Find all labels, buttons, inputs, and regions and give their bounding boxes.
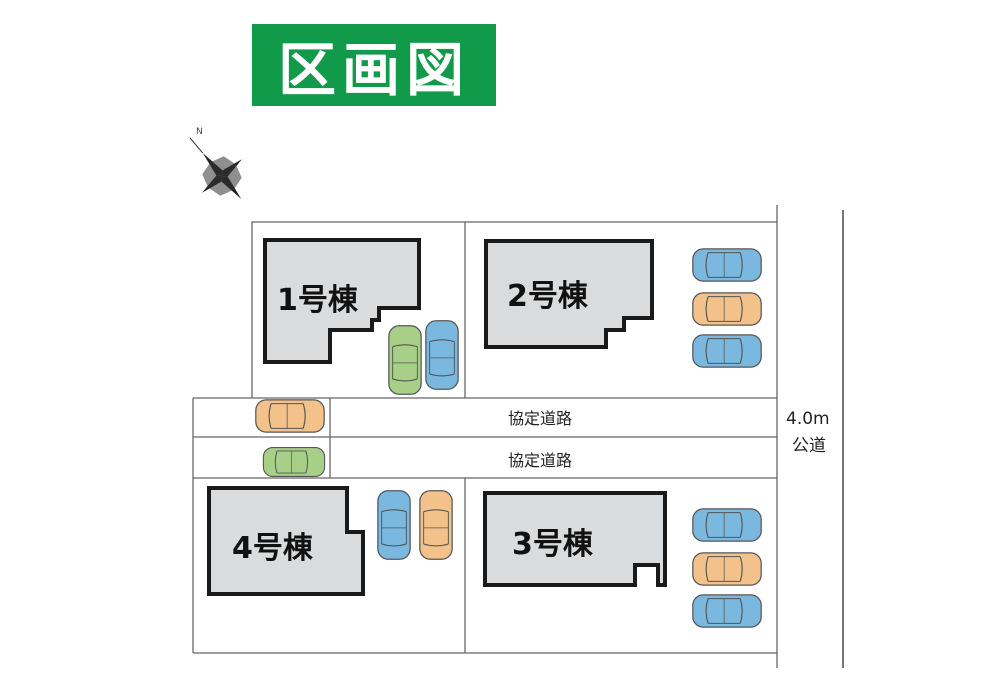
car-icon [692, 552, 762, 586]
building-3-footprint [483, 491, 667, 587]
building-4: 4号棟 [207, 486, 365, 596]
building-2: 2号棟 [484, 239, 654, 349]
lot-boundaries [192, 205, 778, 668]
building-2-footprint [484, 239, 654, 349]
car-icon [262, 446, 326, 478]
building-4-label: 4号棟 [232, 531, 314, 566]
car-icon [255, 399, 325, 433]
private-road-label-2: 協定道路 [508, 451, 572, 470]
car-icon [419, 490, 453, 560]
car-icon [692, 248, 762, 282]
building-3-label: 3号棟 [512, 527, 594, 562]
private-road-label-1: 協定道路 [508, 409, 572, 428]
building-1-footprint [263, 238, 421, 364]
page-title: 区画図 [252, 24, 496, 106]
public-road-width: 4.0m [786, 409, 830, 429]
building-3: 3号棟 [483, 491, 667, 587]
car-icon [377, 490, 411, 560]
building-1-label: 1号棟 [277, 283, 359, 318]
north-arrow-icon: N [189, 127, 242, 199]
car-icon [692, 594, 762, 628]
car-icon [692, 334, 762, 368]
car-icon [692, 508, 762, 542]
car-icon [692, 292, 762, 326]
car-icon [425, 320, 459, 390]
building-2-label: 2号棟 [507, 279, 589, 314]
car-icon [388, 325, 422, 395]
public-road-label: 公道 [792, 436, 826, 456]
building-1: 1号棟 [263, 238, 421, 364]
building-4-footprint [207, 486, 365, 596]
north-letter: N [196, 127, 203, 137]
